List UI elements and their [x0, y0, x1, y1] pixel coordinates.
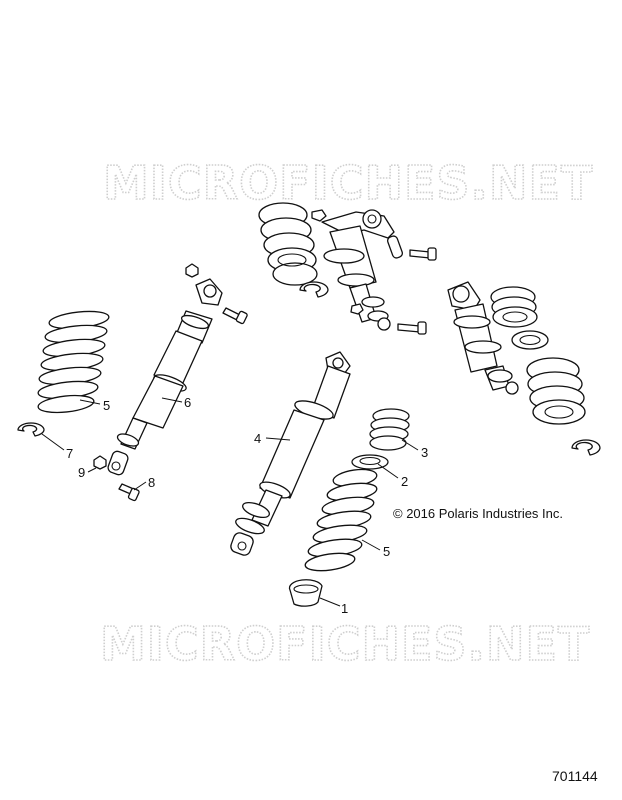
left-lower-bolt	[118, 483, 140, 502]
top-center-bolt	[409, 247, 437, 261]
callout-1: 1	[341, 601, 348, 616]
left-spring	[37, 310, 110, 414]
watermark-bottom: MICROFICHES.NET	[100, 617, 590, 671]
leader-lines	[41, 397, 419, 607]
top-center-spring	[258, 202, 318, 286]
left-nut	[93, 455, 107, 470]
top-center-keeper-clip	[299, 281, 329, 298]
center-shock	[230, 351, 351, 556]
document-number: 701144	[552, 768, 598, 784]
top-center-shock-body	[311, 209, 403, 331]
spring-5-center	[304, 468, 378, 572]
left-keeper-clip	[17, 422, 45, 437]
copyright-text: © 2016 Polaris Industries Inc.	[393, 506, 563, 521]
left-upper-bolt	[222, 307, 248, 325]
left-top-nut	[185, 263, 199, 278]
callout-5-center: 5	[383, 544, 390, 559]
callout-5-left: 5	[103, 398, 110, 413]
callout-7: 7	[66, 446, 73, 461]
callout-9: 9	[78, 465, 85, 480]
callout-4: 4	[254, 431, 261, 446]
callout-3: 3	[421, 445, 428, 460]
watermark-top: MICROFICHES.NET	[103, 156, 593, 210]
right-small-spring	[490, 286, 538, 328]
top-center-lower-bolt	[350, 303, 427, 335]
left-shock	[107, 278, 223, 476]
spring-seat-1	[288, 579, 323, 607]
right-collar	[511, 330, 549, 350]
right-shock-body	[447, 281, 519, 395]
right-large-spring	[526, 357, 586, 425]
collar-2	[351, 454, 389, 470]
callout-2: 2	[401, 474, 408, 489]
callout-6: 6	[184, 395, 191, 410]
spring-3	[369, 408, 410, 451]
callout-8: 8	[148, 475, 155, 490]
right-keeper-clip	[571, 439, 601, 456]
